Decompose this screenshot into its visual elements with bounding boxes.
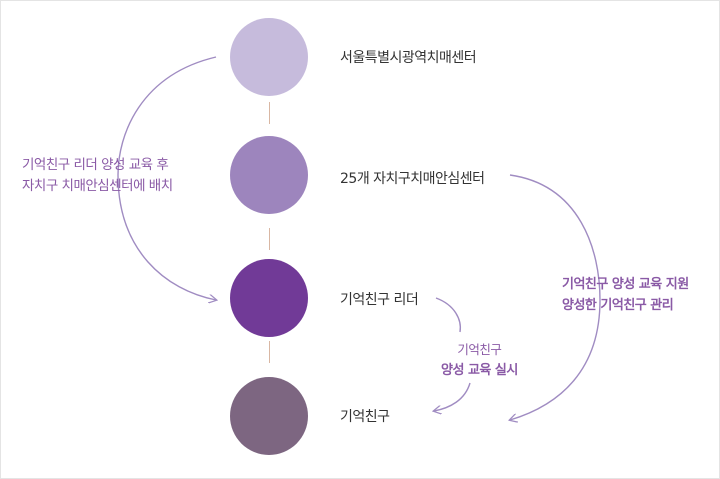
node-label-leader: 기억친구 리더 — [340, 292, 419, 308]
left-arrow — [117, 56, 216, 300]
connector-3-4 — [269, 341, 270, 363]
node-label-district-centers: 25개 자치구치매안심센터 — [340, 171, 485, 187]
node-circle-district-centers — [230, 136, 308, 214]
left-note-line2: 자치구 치매안심센터에 배치 — [22, 178, 173, 194]
middle-note-line1: 기억친구 — [457, 342, 502, 357]
left-note-line1: 기억친구 리더 양성 교육 후 — [22, 157, 169, 173]
node-label-seoul-center: 서울특별시광역치매센터 — [340, 50, 477, 66]
node-circle-leader — [230, 259, 308, 337]
right-note-line2: 양성한 기억친구 관리 — [562, 298, 674, 313]
right-note-line1: 기억친구 양성 교육 지원 — [562, 277, 689, 292]
middle-arrow-top — [435, 297, 462, 333]
right-arrow — [510, 174, 601, 420]
node-label-friend: 기억친구 — [340, 409, 390, 425]
node-circle-seoul-center — [230, 18, 308, 96]
middle-note: 기억친구 양성 교육 실시 — [441, 339, 518, 381]
right-note: 기억친구 양성 교육 지원 양성한 기억친구 관리 — [562, 274, 689, 316]
connector-2-3 — [269, 228, 270, 250]
node-circle-friend — [230, 377, 308, 455]
connector-1-2 — [269, 102, 270, 124]
middle-arrow-bottom — [434, 382, 471, 411]
left-note: 기억친구 리더 양성 교육 후 자치구 치매안심센터에 배치 — [22, 155, 173, 197]
middle-note-line2: 양성 교육 실시 — [441, 363, 518, 378]
